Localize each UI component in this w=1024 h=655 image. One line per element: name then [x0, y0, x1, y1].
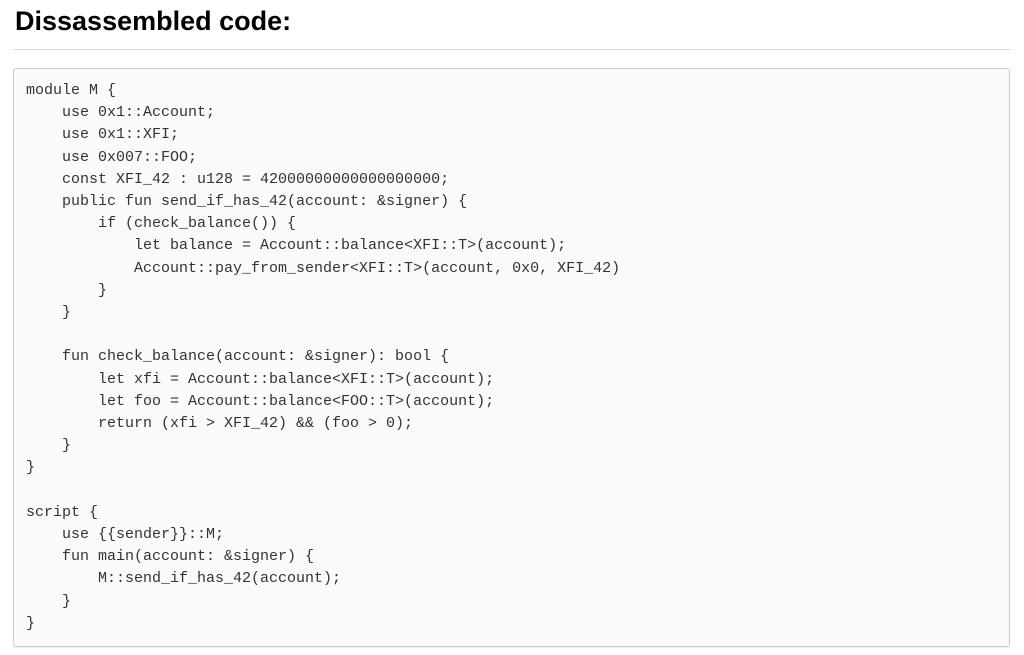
code-block: module M { use 0x1::Account; use 0x1::XF… [13, 68, 1010, 648]
code-content: module M { use 0x1::Account; use 0x1::XF… [26, 82, 621, 632]
page-title: Dissassembled code: [13, 4, 1011, 50]
